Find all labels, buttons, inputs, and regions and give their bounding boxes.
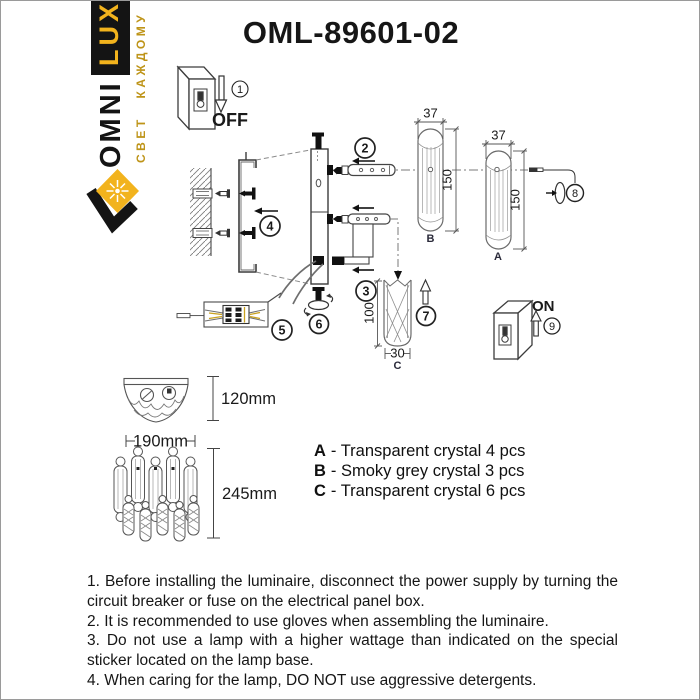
- parts-list: A- Transparent crystal 4 pcs B- Smoky gr…: [314, 441, 525, 501]
- step-6-marker: 6: [308, 313, 330, 335]
- step-1-marker: 1: [231, 80, 249, 98]
- drop-axis-line: [390, 218, 399, 272]
- safety-instructions: 1. Before installing the luminaire, disc…: [87, 572, 618, 691]
- starburst-icon: [106, 180, 129, 202]
- dim-c-height: 100: [362, 302, 377, 324]
- crystal-a: A: [485, 150, 512, 263]
- part-desc: - Transparent crystal 6 pcs: [330, 482, 526, 500]
- loose-screws: [215, 189, 230, 238]
- projection-dashed-lines: [255, 149, 311, 285]
- part-desc: - Transparent crystal 4 pcs: [330, 442, 526, 460]
- wall-section: [190, 168, 212, 256]
- step-2-number: 2: [362, 142, 369, 156]
- brand-tagline: СВЕТ КАЖДОМУ: [134, 11, 148, 163]
- instruction-item-1: 1. Before installing the luminaire, disc…: [87, 573, 618, 610]
- step-4-marker: 4: [254, 207, 281, 237]
- upper-arm: [333, 163, 396, 177]
- terminal-callout: [176, 292, 282, 328]
- step-8-number: 8: [572, 188, 578, 200]
- brand-omni: OMNI: [95, 80, 127, 168]
- part-desc: - Smoky grey crystal 3 pcs: [330, 462, 525, 480]
- depth-dimension: [207, 376, 219, 421]
- instruction-item-4: 4. When caring for the lamp, DO NOT use …: [87, 671, 537, 689]
- dim-height: 245mm: [222, 485, 277, 503]
- part-key: B: [314, 462, 326, 480]
- crystal-b-dims: [414, 118, 459, 234]
- breaker-off-icon: [176, 65, 217, 131]
- brand-lux: LUX: [91, 1, 130, 75]
- crystal-a-dims: [482, 140, 527, 252]
- rotation-washer: [303, 293, 334, 317]
- step-7-number: 7: [423, 310, 430, 324]
- dim-c-width: 30: [390, 346, 404, 361]
- instruction-item-2: 2. It is recommended to use gloves when …: [87, 612, 549, 630]
- step-5-number: 5: [279, 324, 286, 338]
- part-key: A: [314, 442, 326, 460]
- arrow-up-icon: [530, 309, 542, 337]
- height-dimension: [207, 448, 220, 539]
- part-row-a: A- Transparent crystal 4 pcs: [314, 441, 525, 461]
- step-8-marker: 8: [565, 183, 585, 203]
- wall-plugs: [192, 188, 213, 238]
- dim-width: 190mm: [133, 433, 188, 451]
- step-3-number: 3: [363, 285, 370, 299]
- page-title: OML-89601-02: [242, 15, 460, 50]
- mounting-plate: [310, 132, 333, 285]
- step-5-marker: 5: [271, 319, 293, 341]
- breaker-on-icon: [492, 299, 534, 361]
- crystal-c-label: C: [394, 360, 402, 372]
- arrow-down-icon: [214, 75, 228, 114]
- drop-arrowhead: [394, 271, 402, 280]
- pin-assembly: [529, 167, 576, 205]
- step-1-number: 1: [237, 84, 243, 96]
- plate-hole: [315, 178, 322, 188]
- lower-arm: [332, 204, 391, 274]
- crystal-c-dims: [374, 278, 411, 359]
- step-2-marker: 2: [352, 137, 376, 165]
- dim-depth: 120mm: [221, 390, 276, 408]
- step-7-marker: 7: [415, 278, 437, 327]
- on-label: ON: [532, 298, 555, 315]
- bottom-screw: [312, 287, 325, 300]
- step-6-number: 6: [316, 318, 323, 332]
- lamp-wires: [278, 260, 324, 305]
- step-9-marker: 9: [543, 317, 561, 335]
- mounting-bracket: [238, 152, 257, 273]
- bracket-screws: [239, 187, 256, 239]
- step-9-number: 9: [549, 321, 555, 333]
- part-key: C: [314, 482, 326, 500]
- top-view-drawing: [123, 377, 189, 423]
- front-view-drawing: [113, 446, 200, 542]
- width-dimension: [125, 435, 196, 447]
- part-row-c: C- Transparent crystal 6 pcs: [314, 481, 525, 501]
- crystal-b-label: B: [427, 233, 435, 245]
- step-3-marker: 3: [355, 280, 377, 302]
- instruction-item-3: 3. Do not use a lamp with a higher watta…: [87, 632, 618, 670]
- off-label: OFF: [212, 110, 248, 130]
- part-row-b: B- Smoky grey crystal 3 pcs: [314, 461, 525, 481]
- crystal-a-label: A: [494, 251, 502, 263]
- step-4-number: 4: [267, 220, 274, 234]
- crystal-c: C: [383, 279, 412, 372]
- dim-b-height: 150: [440, 169, 455, 191]
- dim-a-width: 37: [491, 128, 505, 143]
- dim-b-width: 37: [423, 106, 437, 121]
- crystal-b: B: [417, 128, 444, 245]
- dim-a-height: 150: [508, 189, 523, 211]
- brand-logo-icon: [86, 169, 139, 234]
